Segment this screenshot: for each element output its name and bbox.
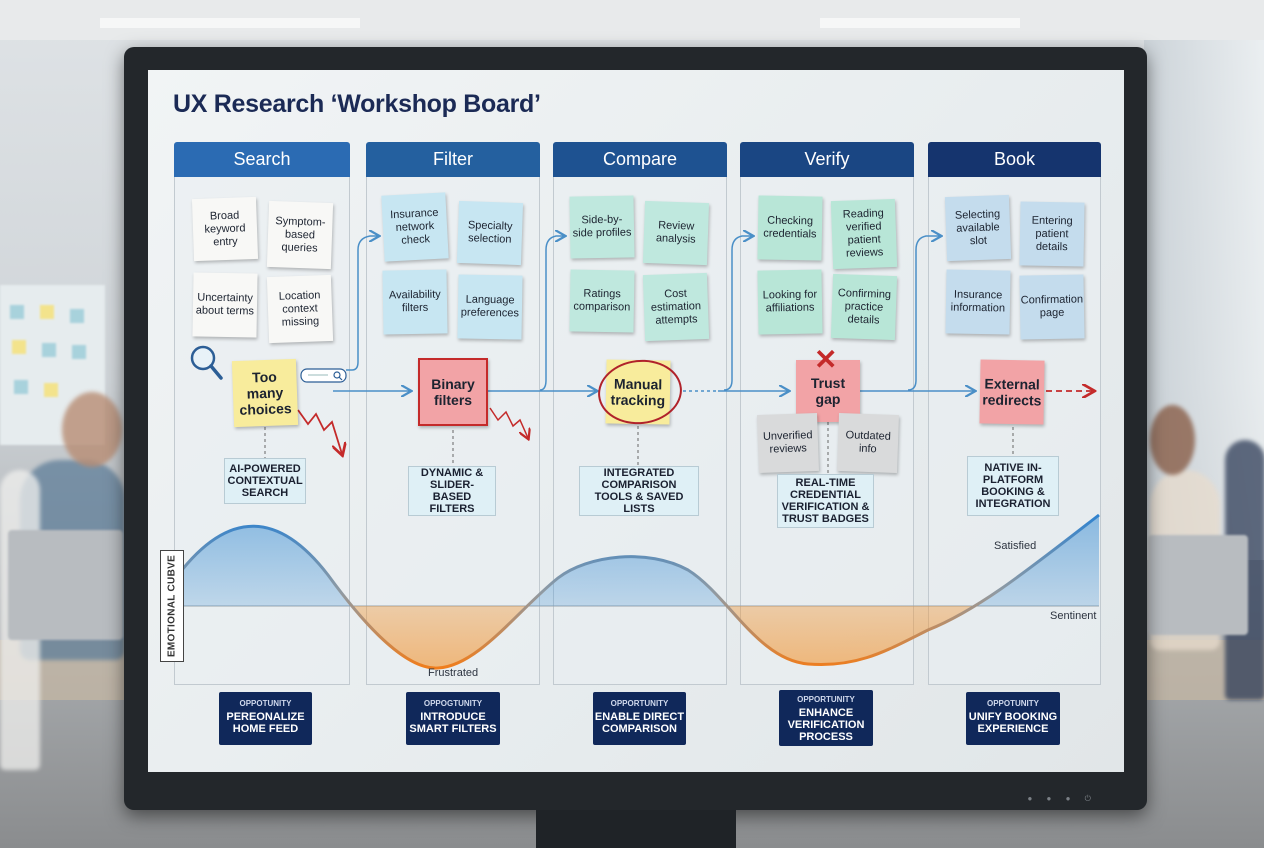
- opportunity-card-unify-booking: OPPOTUNITY UNIFY BOOKING EXPERIENCE: [966, 692, 1060, 745]
- board-title: UX Research ‘Workshop Board’: [173, 90, 541, 118]
- solution-connectors: [264, 422, 1014, 475]
- board-drawing-layer: [174, 70, 1100, 670]
- note-uncertainty-about-terms: Uncertainty about terms: [192, 272, 258, 338]
- opportunity-tag: OPPOTUNITY: [986, 699, 1039, 708]
- background-laptop: [1148, 535, 1248, 635]
- ceiling-light: [100, 18, 360, 28]
- ceiling: [0, 0, 1264, 40]
- pain-point-external-redirects: External redirects: [979, 359, 1045, 425]
- stage-header-book: Book: [928, 142, 1101, 177]
- background-laptop: [8, 530, 123, 640]
- curve-label-frustrated: Frustrated: [428, 667, 479, 679]
- note-ratings-comparison: Ratings comparison: [569, 269, 635, 333]
- note-insurance-network-check: Insurance network check: [381, 192, 449, 262]
- emotional-curve: [174, 513, 1100, 670]
- opportunity-text: UNIFY BOOKING EXPERIENCE: [968, 711, 1058, 735]
- note-insurance-information: Insurance information: [945, 269, 1011, 335]
- opportunity-card-personalize: OPPOTUNITY PEREONALIZE HOME FEED: [219, 692, 312, 745]
- note-specialty-selection: Specialty selection: [456, 200, 524, 266]
- frustration-squiggle: [297, 409, 342, 454]
- note-review-analysis: Review analysis: [642, 200, 710, 266]
- emotional-curve-axis-label: EMOTIONAL CUBVE: [160, 550, 184, 662]
- stage-header-verify: Verify: [740, 142, 914, 177]
- opportunity-text: ENHANCE VERIFICATION PROCESS: [787, 707, 865, 743]
- opportunity-card-smart-filters: OPPOGTUNITY INTRODUCE SMART FILTERS: [406, 692, 500, 745]
- stage-header-search: Search: [174, 142, 350, 177]
- note-confirming-practice-details: Confirming practice details: [830, 273, 898, 341]
- search-bar-sketch: [300, 368, 347, 383]
- note-availability-filters: Availability filters: [382, 269, 448, 335]
- note-confirmation-page: Confirmation page: [1019, 274, 1085, 340]
- background-whiteboard: [0, 285, 105, 445]
- monitor-stand: [536, 810, 736, 848]
- opportunity-text: ENABLE DIRECT COMPARISON: [594, 711, 685, 735]
- note-language-preferences: Language preferences: [457, 274, 523, 340]
- note-outdated-info: Outdated info: [837, 412, 899, 474]
- magnifier-icon: [190, 345, 223, 380]
- note-location-context-missing: Location context missing: [266, 274, 334, 344]
- note-checking-credentials: Checking credentials: [757, 195, 823, 261]
- background-person-head: [62, 392, 122, 467]
- journey-flow-line: [333, 236, 1093, 391]
- solution-dynamic-slider-filters: DYNAMIC & SLIDER-BASED FILTERS: [408, 466, 496, 516]
- opportunity-tag: OPPORTUNITY: [797, 695, 855, 704]
- cross-mark-icon: ✕: [814, 344, 838, 375]
- note-side-by-side-profiles: Side-by-side profiles: [569, 195, 635, 259]
- note-broad-keyword-entry: Broad keyword entry: [191, 196, 259, 262]
- solution-native-booking-integration: NATIVE IN-PLATFORM BOOKING & INTEGRATION: [967, 456, 1059, 516]
- note-looking-for-affiliations: Looking for affiliations: [757, 269, 823, 335]
- curve-label-sentiment: Sentinent: [1050, 610, 1097, 622]
- frustration-squiggle: [489, 407, 528, 438]
- note-selecting-available-slot: Selecting available slot: [944, 194, 1012, 262]
- solution-real-time-credential-verification: REAL-TIME CREDENTIAL VERIFICATION & TRUS…: [777, 474, 874, 528]
- note-symptom-based-queries: Symptom-based queries: [266, 200, 334, 270]
- opportunity-tag: OPPOGTUNITY: [423, 699, 483, 708]
- opportunity-card-verification: OPPORTUNITY ENHANCE VERIFICATION PROCESS: [779, 690, 873, 746]
- opportunity-tag: OPPORTUNITY: [610, 699, 669, 708]
- note-unverified-reviews: Unverified reviews: [757, 412, 819, 474]
- solution-integrated-comparison-tools: INTEGRATED COMPARISON TOOLS & SAVED LIST…: [579, 466, 699, 516]
- pain-point-too-many-choices: Too many choices: [231, 358, 299, 428]
- opportunity-card-direct-comparison: OPPORTUNITY ENABLE DIRECT COMPARISON: [593, 692, 686, 745]
- opportunity-text: INTRODUCE SMART FILTERS: [409, 711, 497, 735]
- pain-point-trust-gap: Trust gap: [796, 360, 860, 422]
- stage-header-filter: Filter: [366, 142, 540, 177]
- curve-label-satisfied: Satisfied: [994, 540, 1037, 552]
- monitor-buttons: ● ● ● ⏻: [1027, 794, 1097, 803]
- pain-point-binary-filters: Binary filters: [418, 358, 488, 426]
- workshop-board-screen: UX Research ‘Workshop Board’ Search Filt…: [148, 70, 1124, 772]
- note-reading-verified-patient-reviews: Reading verified patient reviews: [830, 198, 898, 270]
- note-cost-estimation-attempts: Cost estimation attempts: [642, 272, 710, 342]
- background-person-head: [1150, 405, 1195, 475]
- ceiling-light: [820, 18, 1020, 28]
- note-entering-patient-details: Entering patient details: [1019, 201, 1085, 267]
- solution-ai-powered-contextual-search: AI-POWERED CONTEXTUAL SEARCH: [224, 458, 306, 504]
- opportunity-text: PEREONALIZE HOME FEED: [226, 711, 305, 735]
- stage-header-compare: Compare: [553, 142, 727, 177]
- opportunity-tag: OPPOTUNITY: [239, 699, 292, 708]
